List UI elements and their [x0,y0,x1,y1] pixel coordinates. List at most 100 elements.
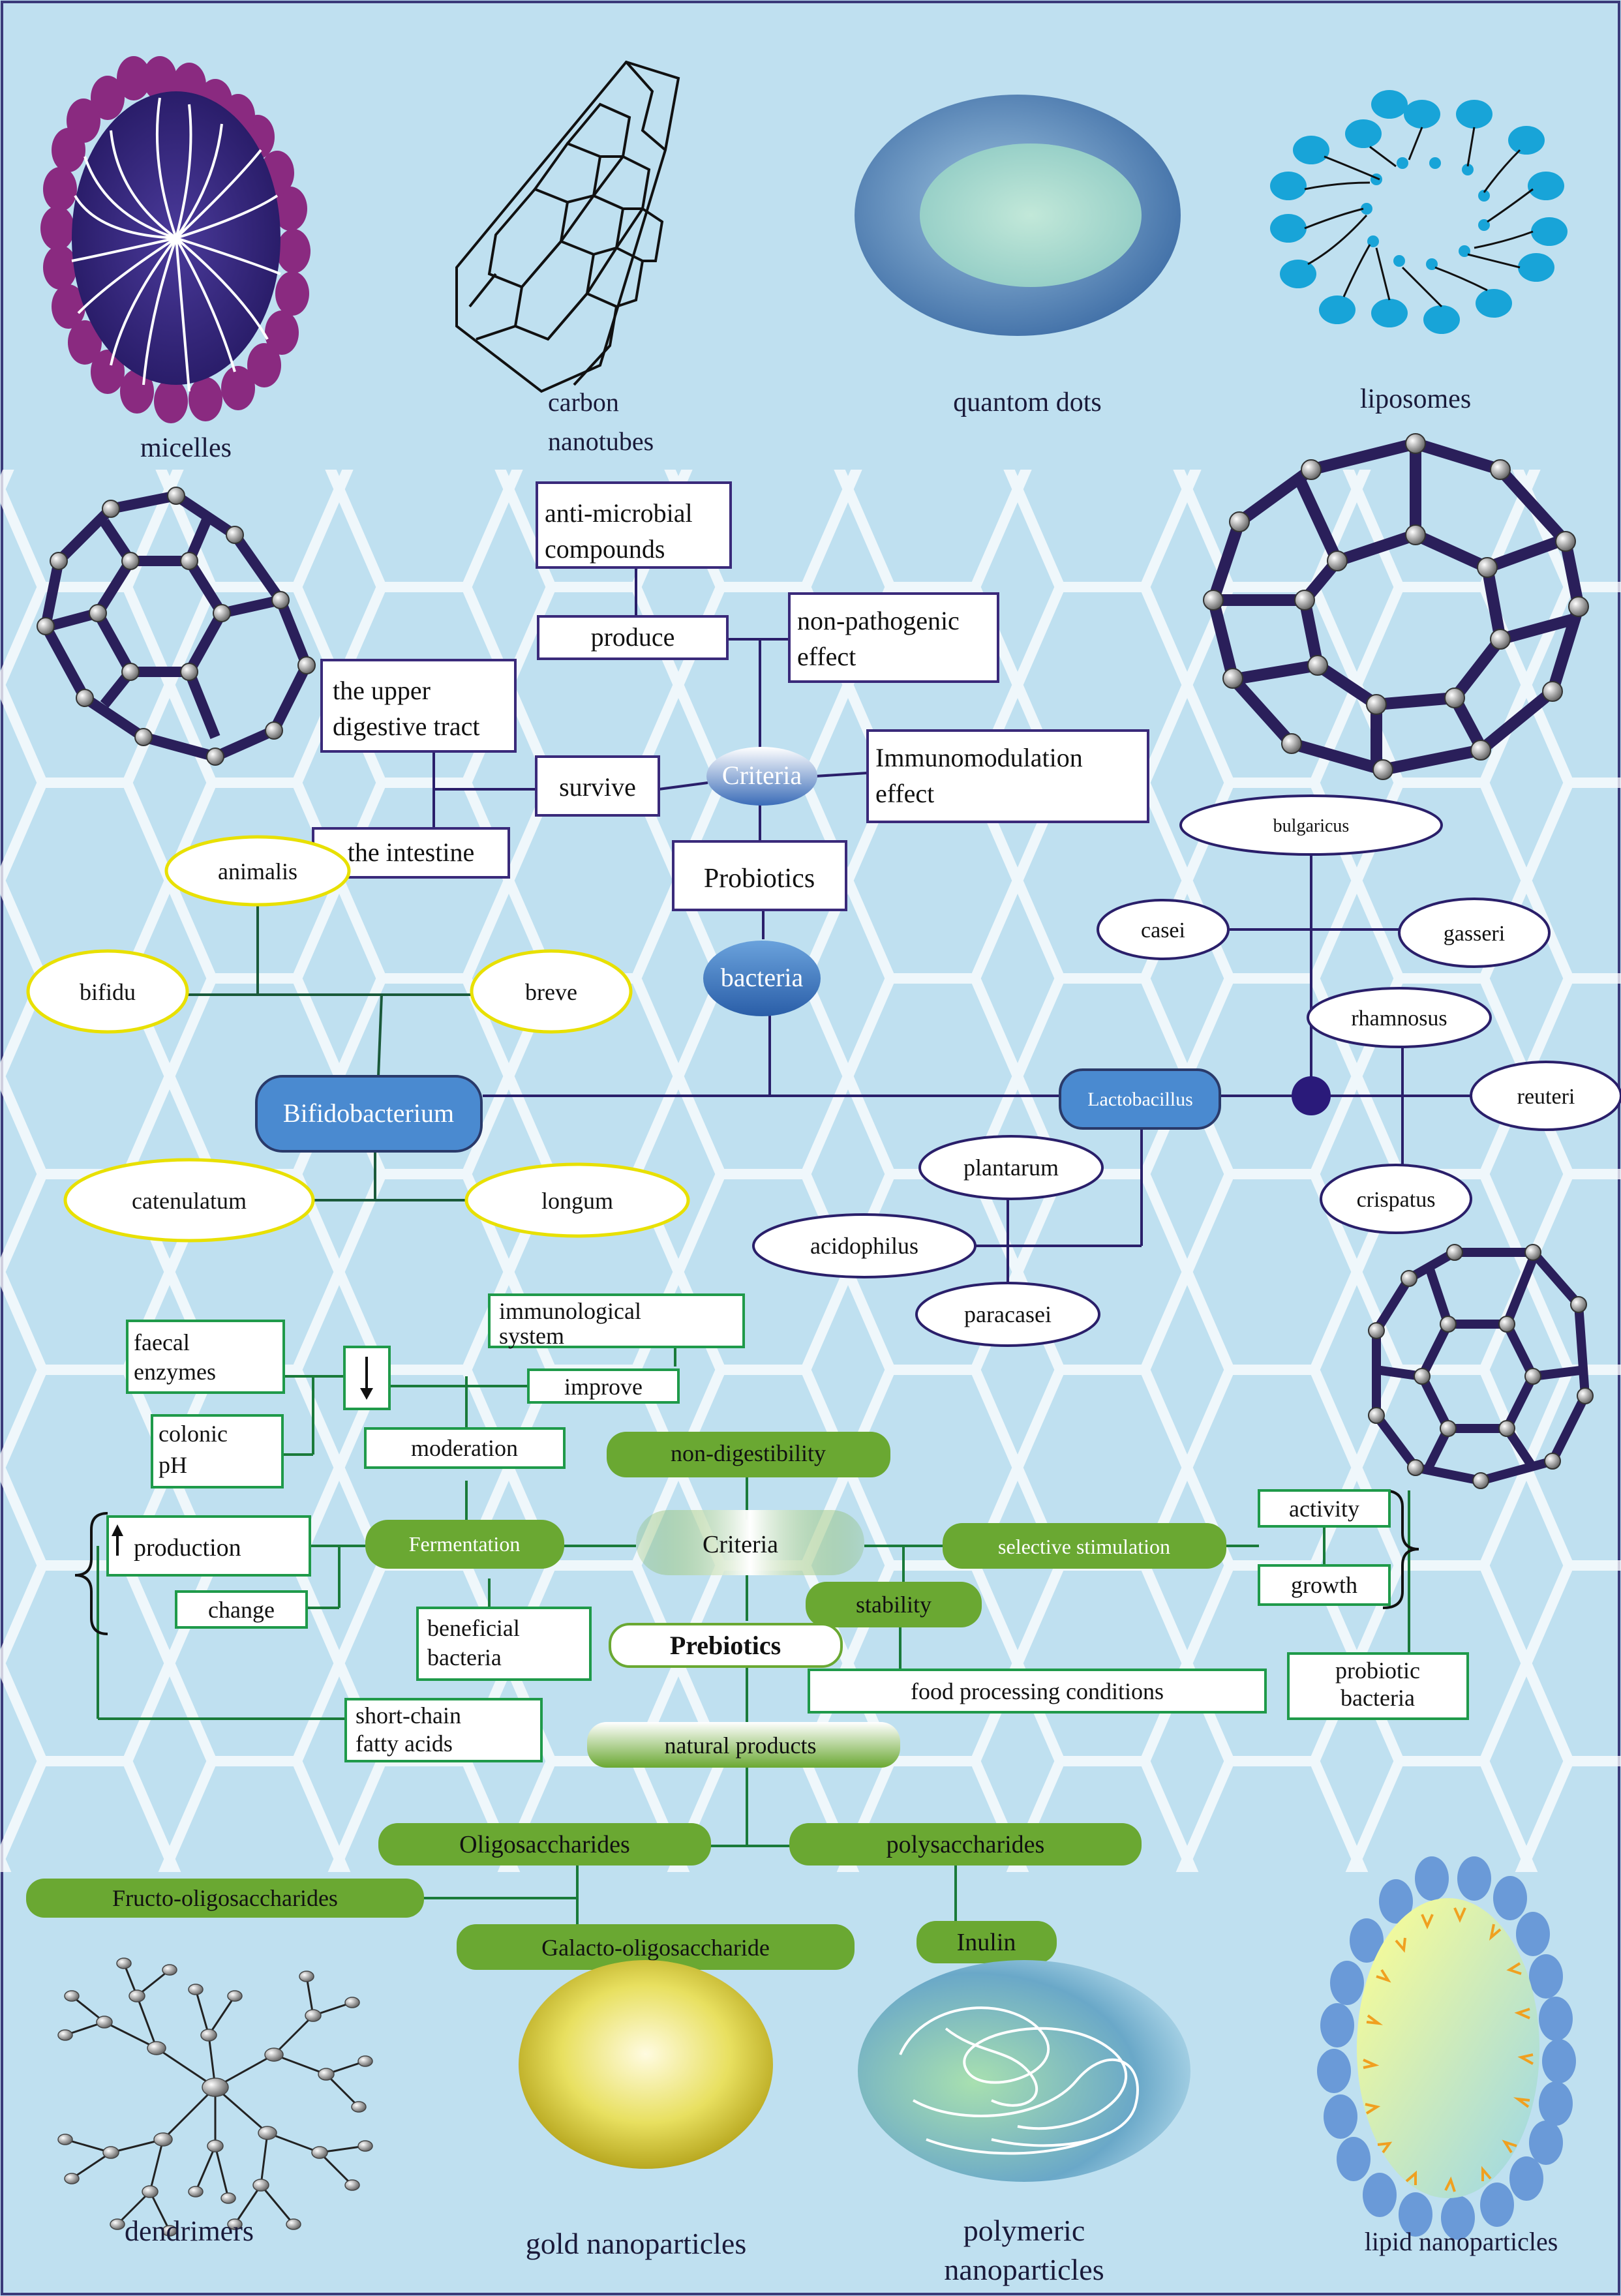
beneficial-bacteria-box: beneficial bacteria [416,1607,592,1681]
production-box: production [106,1515,311,1577]
svg-text:bacteria: bacteria [721,963,804,992]
quantum-dot-illustration [855,95,1181,336]
polymeric-nanoparticles-label-line1: polymeric [963,2214,1085,2247]
svg-text:the intestine: the intestine [348,838,474,867]
svg-text:the upper: the upper [333,676,431,705]
svg-text:effect: effect [875,779,934,808]
non-pathogenic-effect-box: non-pathogenic effect [788,592,999,683]
species-acidophilus: acidophilus [752,1213,977,1278]
svg-text:digestive tract: digestive tract [333,712,479,741]
species-rhamnosus: rhamnosus [1307,987,1492,1048]
svg-text:paracasei: paracasei [964,1301,1052,1327]
polymeric-nanoparticle-illustration [858,1960,1190,2182]
svg-text:probiotic: probiotic [1335,1657,1420,1684]
upper-digestive-tract-box: the upper digestive tract [320,659,517,753]
svg-text:gasseri: gasseri [1444,922,1505,946]
lipid-nanoparticle-illustration [1317,1856,1576,2240]
species-catenulatum: catenulatum [63,1158,315,1243]
svg-text:bulgaricus: bulgaricus [1273,816,1350,836]
svg-text:Bifidobacterium: Bifidobacterium [283,1098,454,1128]
species-animalis: animalis [164,835,351,907]
svg-text:colonic: colonic [159,1421,228,1447]
micelles-label: micelles [140,433,232,463]
bifidobacterium-node: Bifidobacterium [255,1075,483,1153]
prebiotics-connectors [97,1347,1410,1924]
svg-text:animalis: animalis [218,858,297,884]
svg-text:plantarum: plantarum [963,1155,1059,1181]
svg-text:improve: improve [564,1374,643,1400]
svg-text:crispatus: crispatus [1357,1188,1436,1212]
micelle-illustration [40,56,311,423]
svg-text:enzymes: enzymes [134,1359,216,1385]
svg-text:beneficial: beneficial [427,1615,520,1641]
carbon-nanotube-illustration [455,60,680,393]
lactobacillus-node: Lactobacillus [1059,1068,1221,1130]
svg-text:anti-microbial: anti-microbial [545,498,693,528]
svg-text:Fermentation: Fermentation [409,1532,521,1556]
svg-text:Galacto-oligosaccharide: Galacto-oligosaccharide [541,1935,770,1961]
svg-text:Probiotics: Probiotics [704,864,815,894]
svg-text:Criteria: Criteria [703,1531,778,1558]
fullerene-icon-left [37,487,316,766]
liposomes-label: liposomes [1360,384,1471,414]
species-crispatus: crispatus [1320,1164,1472,1234]
svg-text:polysaccharides: polysaccharides [886,1831,1045,1858]
svg-text:Inulin: Inulin [957,1929,1016,1956]
produce-box: produce [537,615,729,660]
species-reuteri: reuteri [1470,1061,1621,1131]
svg-text:acidophilus: acidophilus [810,1233,918,1259]
svg-text:Oligosaccharides: Oligosaccharides [459,1831,630,1858]
svg-text:pH: pH [159,1452,187,1478]
selective-stimulation-pill: selective stimulation [943,1523,1226,1569]
probiotics-connectors [432,567,1311,1097]
species-longum: longum [464,1162,690,1238]
svg-text:immunological: immunological [499,1298,641,1324]
bracket-right [1382,1489,1419,1609]
gold-nanoparticles-label: gold nanoparticles [526,2227,747,2260]
svg-text:bifidu: bifidu [80,979,136,1005]
fullerene-icon-right-mid [1368,1244,1594,1489]
dendrimers-label: dendrimers [125,2215,254,2247]
svg-text:non-digestibility: non-digestibility [671,1440,826,1466]
immunomodulation-effect-box: Immunomodulation effect [866,729,1149,823]
criteria-prebiotics-node: Criteria [636,1510,864,1575]
svg-text:compounds: compounds [545,534,665,564]
carbon-nanotubes-label-line2: nanotubes [548,427,654,456]
svg-text:effect: effect [797,642,856,671]
inulin-pill: Inulin [917,1921,1057,1963]
fullerene-icon-right-top [1203,433,1589,780]
svg-text:bacteria: bacteria [427,1644,502,1670]
probiotic-bacteria-box: probiotic bacteria [1287,1652,1469,1720]
svg-text:non-pathogenic: non-pathogenic [797,606,960,635]
change-box: change [175,1590,308,1629]
svg-text:food processing conditions: food processing conditions [911,1678,1164,1704]
bacteria-node: bacteria [703,941,821,1016]
moderation-box: moderation [364,1427,566,1469]
gold-nanoparticle-illustration [519,1960,773,2169]
polymeric-nanoparticles-label-line2: nanoparticles [944,2253,1104,2286]
svg-text:produce: produce [591,622,675,652]
bifido-species-connectors [176,890,479,1201]
svg-text:bacteria: bacteria [1341,1685,1415,1711]
non-digestibility-pill: non-digestibility [607,1432,890,1477]
svg-text:stability: stability [856,1592,932,1618]
svg-text:rhamnosus: rhamnosus [1351,1006,1447,1031]
food-processing-conditions-box: food processing conditions [808,1669,1267,1714]
species-bifidu: bifidu [26,949,189,1034]
species-paracasei: paracasei [915,1282,1100,1347]
svg-text:natural products: natural products [665,1732,817,1759]
species-plantarum: plantarum [918,1135,1104,1200]
improve-box: improve [527,1368,680,1404]
oligosaccharides-pill: Oligosaccharides [378,1823,711,1865]
svg-text:Lactobacillus: Lactobacillus [1087,1089,1193,1110]
lacto-species-connectors [949,854,1471,1282]
stability-pill: stability [806,1582,982,1627]
prebiotics-node: Prebiotics [609,1623,843,1668]
svg-text:fatty acids: fatty acids [356,1730,453,1757]
quantum-dots-label: quantom dots [953,387,1102,417]
galacto-oligosaccharide-pill: Galacto-oligosaccharide [457,1924,855,1970]
species-bulgaricus: bulgaricus [1179,794,1443,856]
carbon-nanotubes-label-line1: carbon [548,387,619,417]
svg-text:Fructo-oligosaccharides: Fructo-oligosaccharides [112,1885,338,1911]
